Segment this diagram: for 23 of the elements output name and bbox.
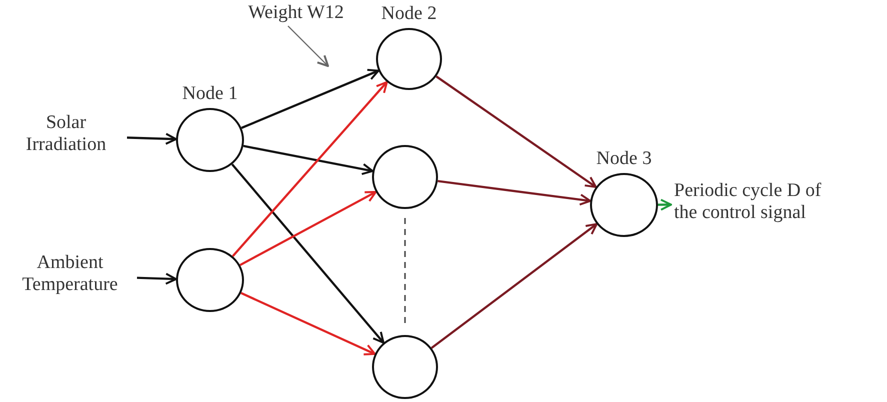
arrow [436,76,597,188]
node-caption: Node 1 [181,83,239,105]
arrow [241,68,380,129]
arrow [430,223,598,349]
leader-line [288,26,329,67]
neuron-circle [372,145,438,209]
input-label: Solar Irradiation [8,112,124,160]
arrow [136,272,178,285]
arrow [126,132,178,145]
node-caption: Node 2 [380,3,438,25]
neuron-circle [372,335,438,399]
output-label: Periodic cycle D of the control signal [674,180,844,228]
weight-label: Weight W12 [236,2,356,26]
arrow [231,164,384,344]
input-label: Ambient Temperature [6,252,134,300]
node-caption: Node 3 [595,148,653,170]
neuron-circle [176,248,244,312]
arrow [658,198,672,211]
arrow [240,190,377,266]
arrow [438,180,592,206]
arrow [232,81,388,257]
arrow [243,144,374,176]
arrow [240,292,376,356]
